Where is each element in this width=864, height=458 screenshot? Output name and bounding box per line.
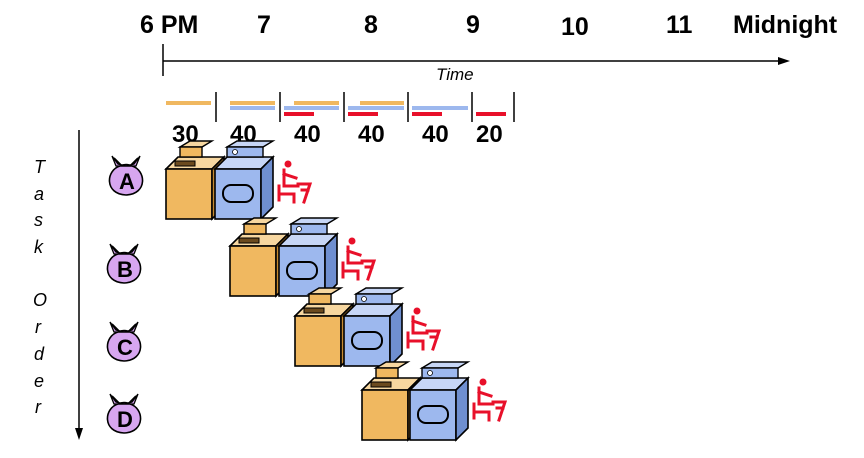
load-row-d: D: [106, 361, 507, 441]
time-axis-arrowhead: [778, 57, 790, 65]
duration-label-4: 40: [358, 121, 385, 148]
hour-label-11: 11: [666, 11, 693, 39]
task-order-axis-arrowhead: [75, 428, 83, 440]
dryer-icon: [409, 361, 469, 441]
load-label-c: C: [117, 335, 133, 360]
load-row-a: A: [108, 140, 312, 220]
load-row-c: C: [106, 287, 441, 367]
duration-label-6: 20: [476, 121, 503, 148]
hour-label-9: 9: [466, 11, 480, 39]
hour-label-10: 10: [561, 13, 589, 41]
hour-label-midnight: Midnight: [733, 11, 838, 39]
laundry-bag-icon: B: [106, 243, 142, 284]
dryer-icon: [214, 140, 274, 220]
stage-bars: [166, 101, 506, 116]
task-order-letter: r: [35, 317, 42, 337]
duration-labels: 30 40 40 40 40 20: [172, 121, 503, 148]
hour-labels: 6 PM 7 8 9 10 11 Midnight: [140, 11, 838, 41]
laundry-bag-icon: C: [106, 321, 142, 362]
time-axis: Time: [162, 44, 790, 84]
folder-person-icon: [406, 306, 441, 351]
folder-person-icon: [277, 159, 312, 204]
task-order-letter: e: [34, 371, 44, 391]
laundry-bag-icon: D: [106, 393, 142, 434]
dryer-icon: [278, 217, 338, 297]
task-order-letter: T: [34, 157, 47, 177]
hour-label-7: 7: [257, 11, 271, 39]
task-order-axis: T a s k O r d e r: [33, 130, 83, 440]
stage-separators: [215, 92, 515, 122]
task-order-letter: r: [35, 397, 42, 417]
task-order-letter: O: [33, 290, 47, 310]
task-order-letter: k: [34, 237, 44, 257]
load-label-d: D: [117, 407, 133, 432]
task-order-letter: s: [34, 210, 43, 230]
folder-person-icon: [472, 377, 507, 422]
duration-label-3: 40: [294, 121, 321, 148]
hour-label-6pm: 6 PM: [140, 11, 198, 39]
task-order-letter: d: [34, 344, 45, 364]
load-row-b: B: [106, 217, 376, 297]
load-label-a: A: [119, 169, 135, 194]
time-axis-title: Time: [436, 65, 474, 84]
task-order-letter: a: [34, 184, 44, 204]
laundry-bag-icon: A: [108, 155, 144, 196]
load-label-b: B: [117, 257, 133, 282]
duration-label-5: 40: [422, 121, 449, 148]
hour-label-8: 8: [364, 11, 378, 39]
dryer-icon: [343, 287, 403, 367]
folder-person-icon: [341, 236, 376, 281]
